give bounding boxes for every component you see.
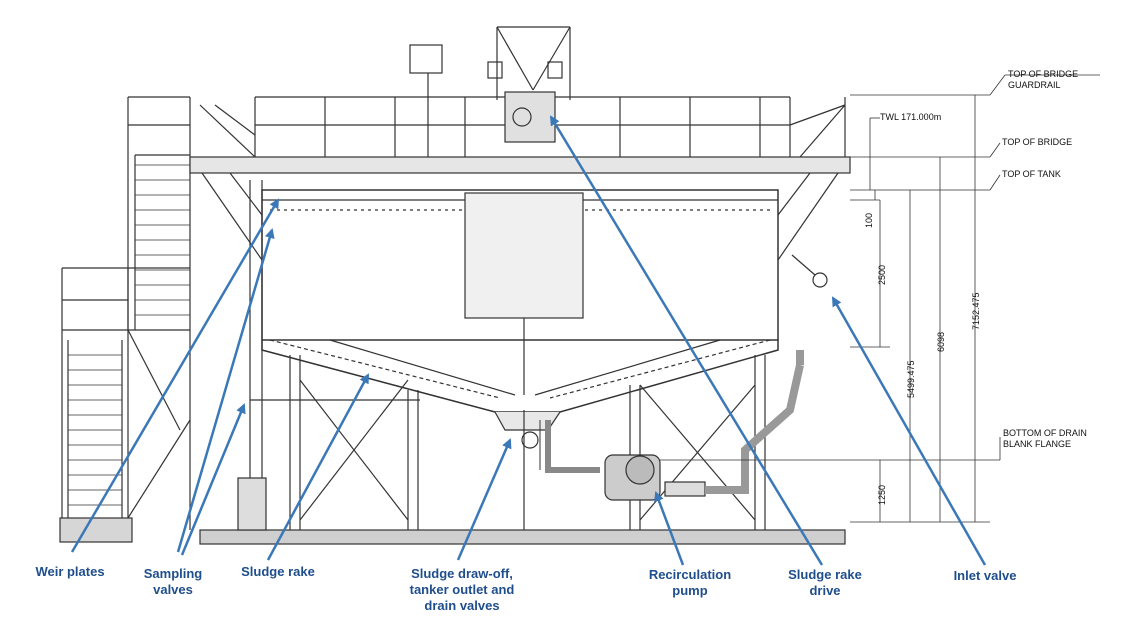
arrow-recirculation-pump	[654, 491, 685, 566]
level-top-of-bridge: TOP OF BRIDGE	[1002, 137, 1073, 147]
callout-arrows	[70, 115, 987, 566]
arrow-sludge-rake	[266, 373, 370, 561]
level-bottom-of-drain: BOTTOM OF DRAIN BLANK FLANGE	[1003, 428, 1087, 449]
label-sampling-valves: Sampling valves	[143, 566, 203, 597]
dim-7152: 7152.475	[971, 292, 981, 330]
dim-5499: 5499.475	[906, 360, 916, 398]
label-inlet-valve: Inlet valve	[953, 568, 1017, 583]
rake-drive-frame	[409, 26, 571, 157]
label-sludge-drawoff: Sludge draw-off, tanker outlet and drain…	[409, 566, 515, 613]
dimension-lines	[660, 74, 1100, 523]
arrow-sampling-valves-2	[180, 403, 246, 556]
stair-footing	[59, 517, 133, 543]
dim-1250: 1250	[877, 485, 887, 505]
label-sludge-rake-drive: Sludge rake drive	[788, 567, 862, 598]
arrow-sludge-rake-drive	[549, 115, 824, 566]
bridge	[189, 96, 851, 174]
dim-2500: 2500	[877, 265, 887, 285]
pipework	[521, 254, 828, 530]
dim-100: 100	[864, 213, 874, 228]
staircase	[61, 96, 191, 530]
label-weir-plates: Weir plates	[35, 564, 105, 579]
dim-6098: 6098	[936, 332, 946, 352]
arrow-inlet-valve	[831, 296, 987, 566]
tank	[201, 172, 839, 431]
level-top-of-bridge-guardrail: TOP OF BRIDGE GUARDRAIL	[1008, 69, 1079, 90]
label-recirculation-pump: Recirculation pump	[648, 567, 732, 598]
label-sludge-rake: Sludge rake	[241, 564, 315, 579]
arrow-sampling-valves	[176, 228, 275, 553]
ground-slab	[199, 529, 846, 545]
arrow-weir-plates	[70, 198, 280, 553]
level-top-of-tank: TOP OF TANK	[1002, 169, 1061, 179]
level-twl: TWL 171.000m	[880, 112, 942, 122]
arrow-sludge-drawoff	[456, 438, 512, 561]
